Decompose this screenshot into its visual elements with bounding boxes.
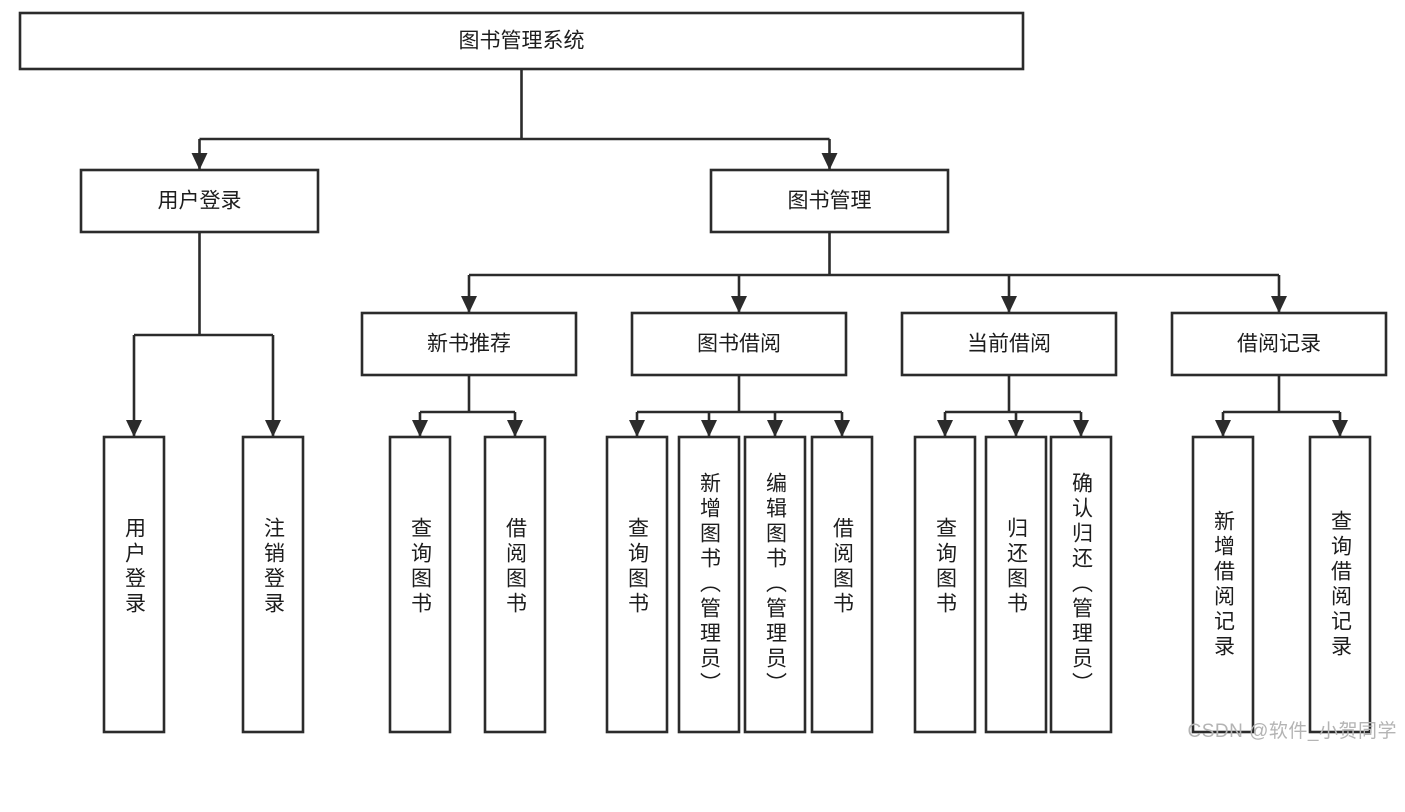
- node-box-user-login[interactable]: [79, 168, 320, 234]
- node-box-leaf-user-login[interactable]: [102, 435, 166, 734]
- arrow-head-icon: [1008, 420, 1024, 437]
- arrow-head-icon: [126, 420, 142, 437]
- arrow-head-icon: [629, 420, 645, 437]
- connector-layer: [126, 69, 1348, 437]
- node-box-leaf-query-record[interactable]: [1308, 435, 1372, 734]
- arrow-head-icon: [461, 296, 477, 313]
- node-box-leaf-return-book[interactable]: [984, 435, 1048, 734]
- node-box-leaf-logout[interactable]: [241, 435, 305, 734]
- node-box-leaf-add-record[interactable]: [1191, 435, 1255, 734]
- arrow-head-icon: [1073, 420, 1089, 437]
- node-box-book-borrow[interactable]: [630, 311, 848, 377]
- node-box-layer: [18, 11, 1388, 734]
- node-box-current-borrow[interactable]: [900, 311, 1118, 377]
- arrow-head-icon: [1332, 420, 1348, 437]
- node-label-current-borrow: 当前借阅: [967, 333, 1051, 356]
- arrow-head-icon: [1001, 296, 1017, 313]
- flowchart-canvas: 图书管理系统用户登录图书管理新书推荐图书借阅当前借阅借阅记录 用户登录注销登录查…: [18, 11, 1397, 742]
- node-label-borrow-record: 借阅记录: [1237, 333, 1321, 356]
- node-box-leaf-edit-book[interactable]: [743, 435, 807, 734]
- node-box-leaf-add-book[interactable]: [677, 435, 741, 734]
- arrow-head-icon: [731, 296, 747, 313]
- node-box-leaf-query-book-2[interactable]: [605, 435, 669, 734]
- node-label-book-manage: 图书管理: [788, 190, 872, 213]
- node-box-leaf-borrow-book-2[interactable]: [810, 435, 874, 734]
- node-box-root[interactable]: [18, 11, 1025, 71]
- node-label-book-borrow: 图书借阅: [697, 333, 781, 356]
- arrow-head-icon: [265, 420, 281, 437]
- arrow-head-icon: [507, 420, 523, 437]
- arrow-head-icon: [937, 420, 953, 437]
- node-label-root: 图书管理系统: [459, 30, 585, 53]
- arrow-head-icon: [1215, 420, 1231, 437]
- node-box-book-manage[interactable]: [709, 168, 950, 234]
- arrow-head-icon: [821, 153, 838, 170]
- node-label-new-book-rec: 新书推荐: [427, 333, 511, 356]
- node-box-leaf-confirm-return[interactable]: [1049, 435, 1113, 734]
- node-box-leaf-borrow-book-1[interactable]: [483, 435, 547, 734]
- node-box-leaf-query-book-1[interactable]: [388, 435, 452, 734]
- arrow-head-icon: [412, 420, 428, 437]
- node-label-user-login: 用户登录: [158, 190, 242, 213]
- node-box-leaf-query-book-3[interactable]: [913, 435, 977, 734]
- arrow-head-icon: [1271, 296, 1287, 313]
- arrow-head-icon: [191, 153, 208, 170]
- arrow-head-icon: [701, 420, 717, 437]
- node-box-borrow-record[interactable]: [1170, 311, 1388, 377]
- arrow-head-icon: [834, 420, 850, 437]
- node-box-new-book-rec[interactable]: [360, 311, 578, 377]
- arrow-head-icon: [767, 420, 783, 437]
- watermark: CSDN @软件_小贺同学: [1187, 721, 1397, 742]
